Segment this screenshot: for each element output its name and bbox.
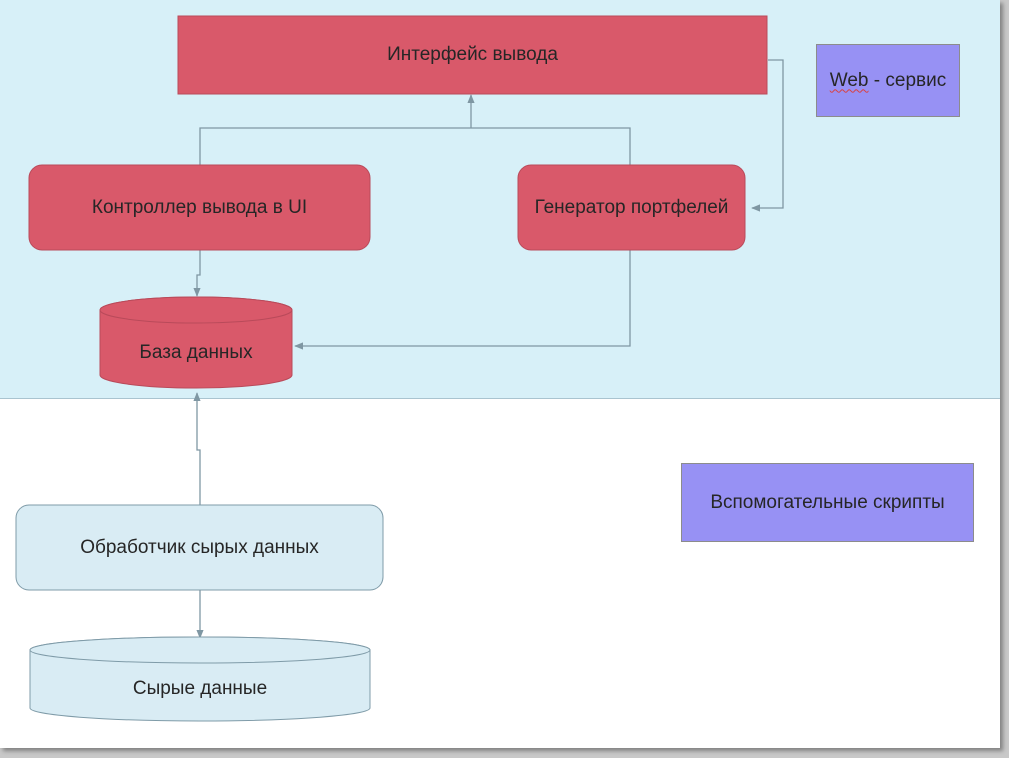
connector-generator-to-database bbox=[294, 250, 631, 350]
connector-controller-to-database bbox=[193, 250, 201, 297]
connector-interface-to-generator bbox=[751, 59, 784, 212]
connector-controller-to-interface bbox=[199, 127, 631, 165]
legend-web-service: Web - сервис bbox=[816, 44, 960, 117]
legend-helper-scripts: Вспомогательные скрипты bbox=[681, 463, 974, 542]
legend-web-service-rest: - сервис bbox=[868, 69, 947, 91]
connectors bbox=[193, 59, 784, 639]
architecture-diagram bbox=[15, 15, 784, 722]
output-interface-box bbox=[177, 15, 768, 95]
database-cylinder bbox=[99, 296, 293, 389]
connector-handler-to-database bbox=[193, 392, 201, 505]
raw-data-handler-box bbox=[15, 504, 384, 591]
ui-controller-box bbox=[28, 164, 371, 251]
raw-data-cylinder bbox=[29, 636, 371, 722]
legend-web-service-word: Web bbox=[829, 69, 869, 91]
diagram-page: Интерфейс вывода Контроллер вывода в UI … bbox=[0, 0, 1000, 748]
portfolio-generator-box bbox=[517, 164, 746, 251]
